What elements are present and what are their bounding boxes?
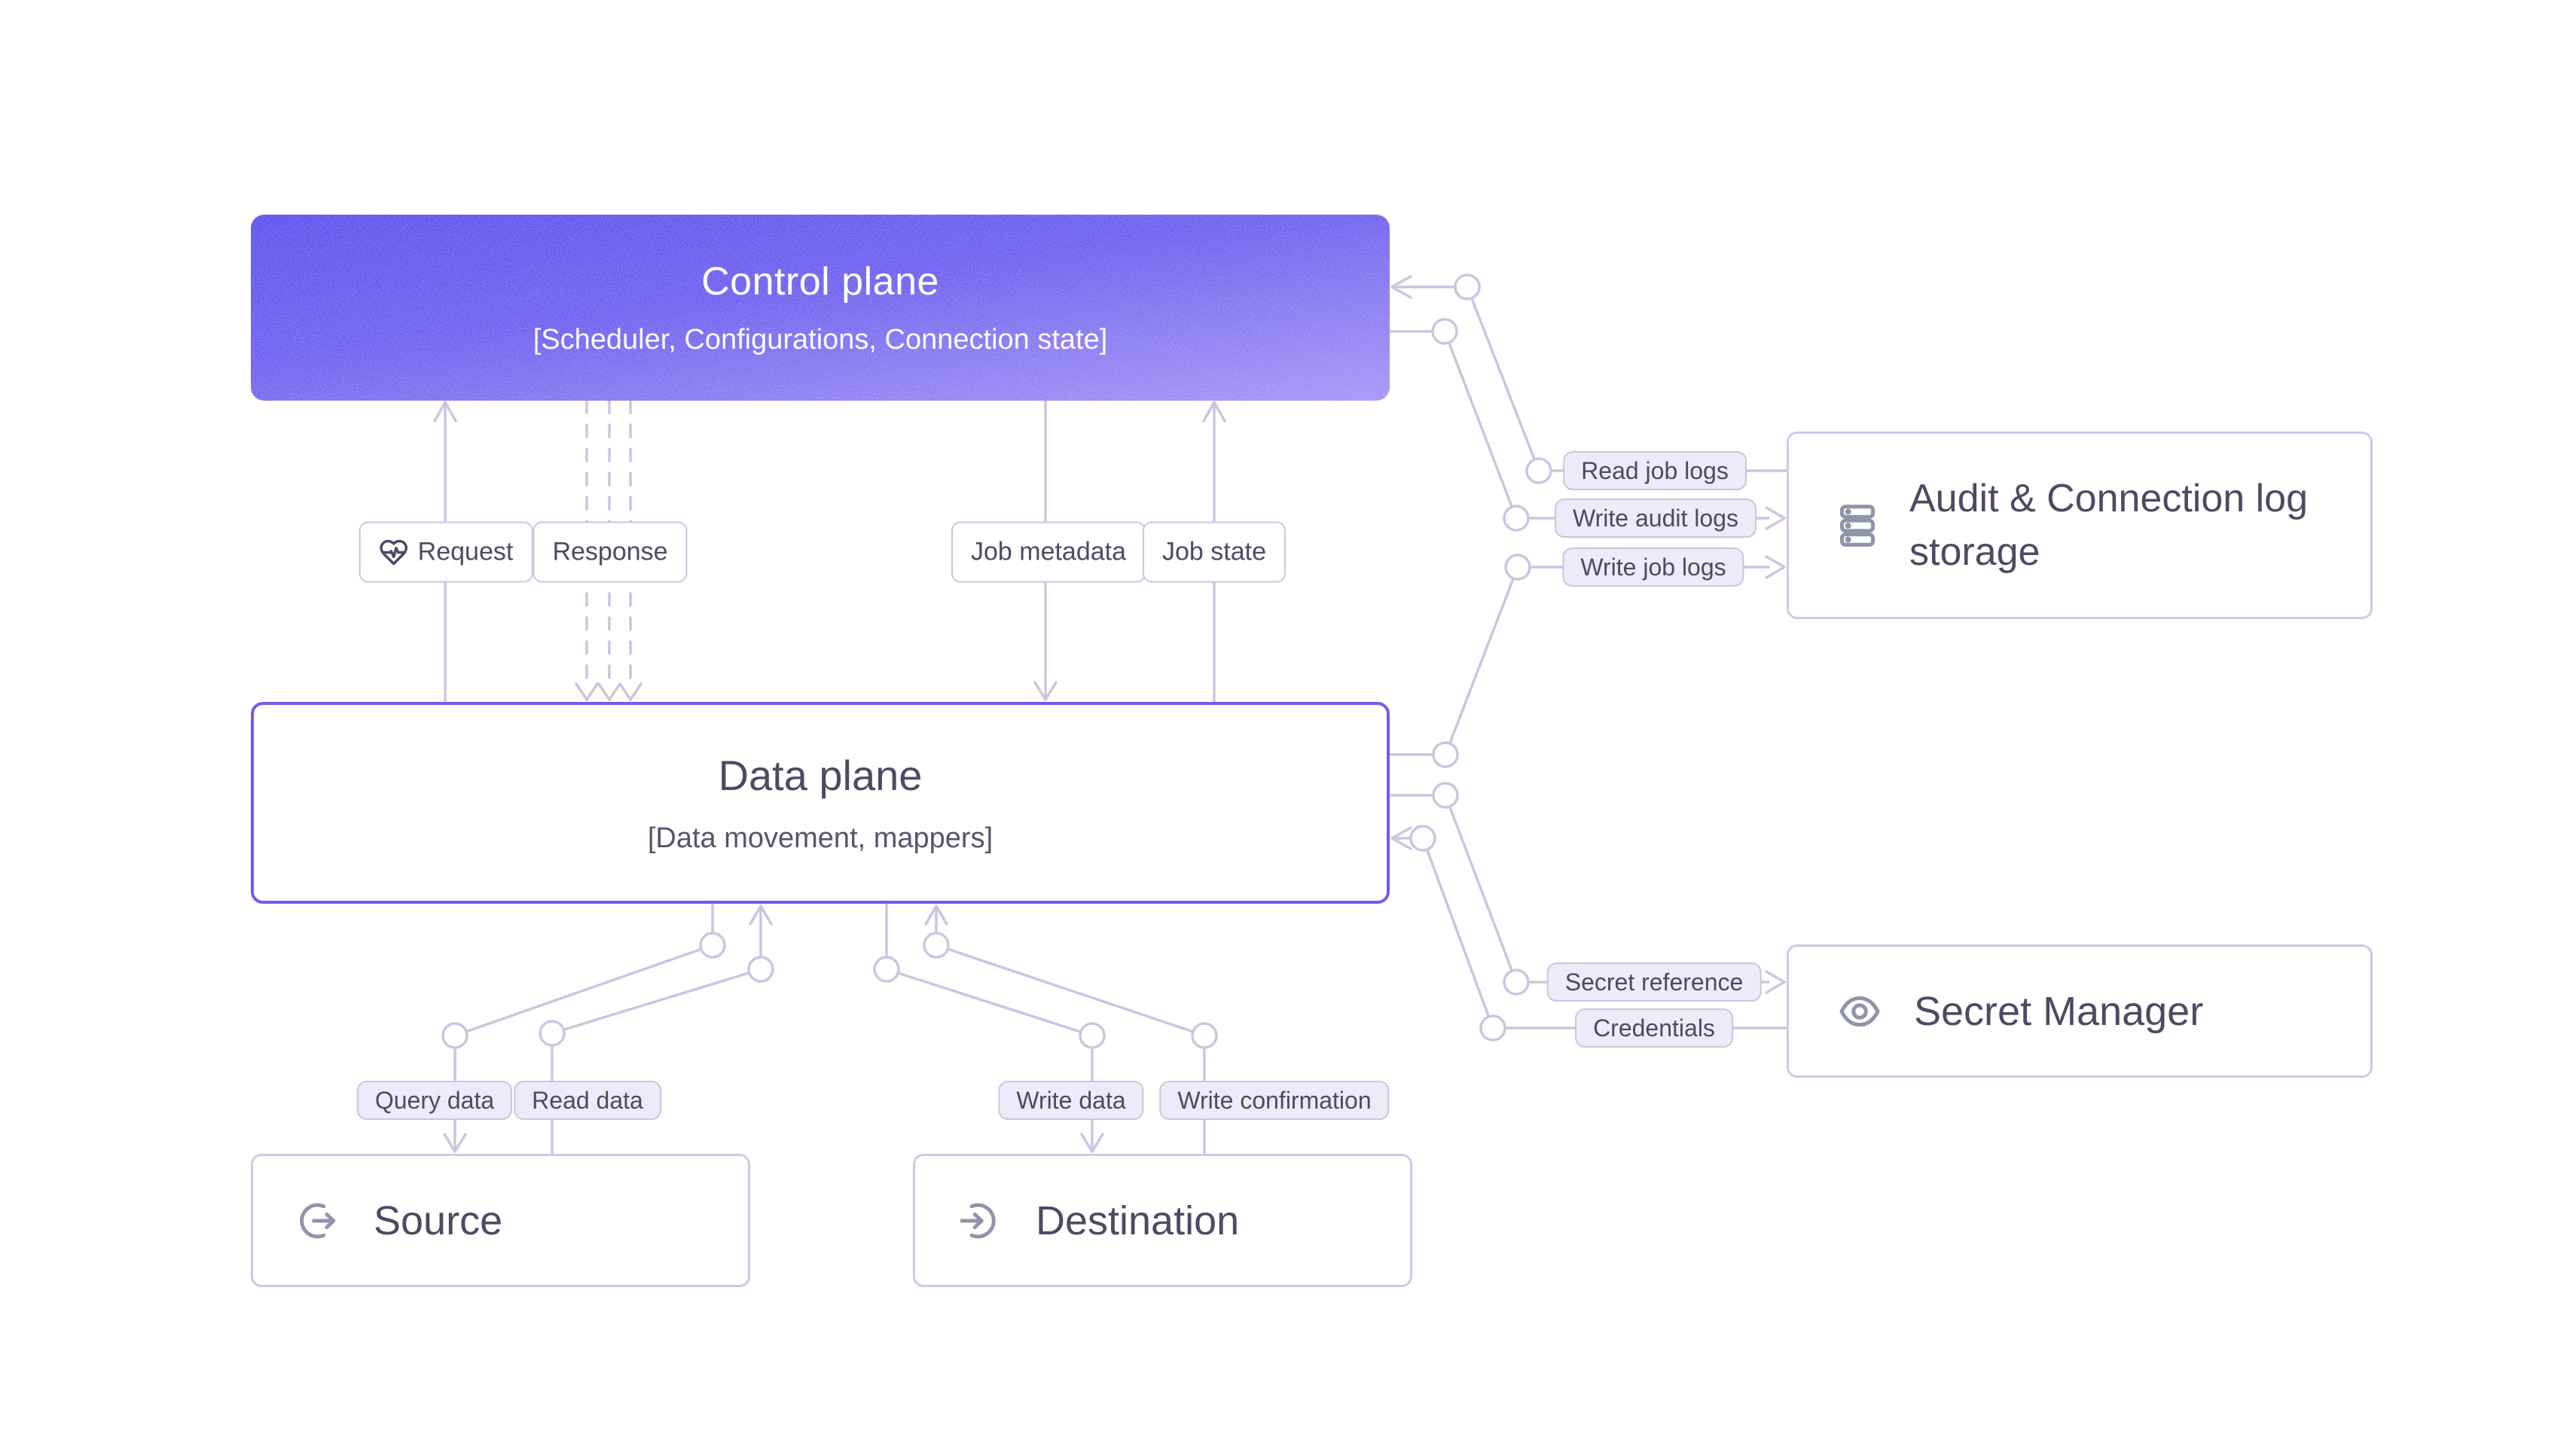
noise-texture [251, 215, 1390, 401]
secret-manager-node: Secret Manager [1787, 944, 2373, 1078]
edge-response-dashed [585, 399, 632, 684]
data-plane-title: Data plane [718, 752, 923, 799]
destination-title: Destination [1036, 1197, 1240, 1243]
response-label: Response [533, 521, 688, 583]
control-plane-subtitle: [Scheduler, Configurations, Connection s… [533, 324, 1108, 355]
request-label-text: Request [417, 537, 514, 566]
database-stack-icon [1839, 504, 1876, 547]
secret-manager-title: Secret Manager [1914, 988, 2204, 1034]
read-data-label: Read data [514, 1081, 661, 1120]
write-job-logs-label: Write job logs [1562, 548, 1744, 587]
read-job-logs-label: Read job logs [1563, 451, 1747, 490]
junction-dots [441, 273, 1552, 1049]
data-plane-node: Data plane [Data movement, mappers] [251, 702, 1390, 904]
secret-reference-label: Secret reference [1546, 962, 1762, 1002]
destination-node: Destination [913, 1154, 1412, 1287]
eye-icon [1839, 996, 1880, 1027]
request-label: Request [359, 521, 533, 583]
heart-pulse-icon [380, 539, 408, 565]
write-data-label: Write data [998, 1081, 1144, 1120]
source-title: Source [374, 1197, 503, 1243]
arrow-out-of-circle-icon [300, 1203, 336, 1238]
credentials-label: Credentials [1575, 1008, 1733, 1048]
edge-read-job-logs [1390, 275, 1788, 472]
control-plane-node: Control plane [Scheduler, Configurations… [251, 215, 1390, 401]
job-state-label: Job state [1143, 521, 1286, 583]
source-node: Source [251, 1154, 750, 1287]
control-plane-title: Control plane [701, 260, 939, 304]
edge-response-arrowheads [575, 682, 642, 701]
write-confirmation-label: Write confirmation [1159, 1081, 1390, 1120]
audit-log-storage-node: Audit & Connection log storage [1787, 432, 2373, 619]
arrow-into-circle-icon [960, 1203, 996, 1238]
write-audit-logs-label: Write audit logs [1555, 499, 1757, 538]
query-data-label: Query data [356, 1081, 513, 1120]
audit-log-storage-title: Audit & Connection log storage [1909, 476, 2309, 574]
data-plane-subtitle: [Data movement, mappers] [647, 822, 993, 854]
job-metadata-label: Job metadata [951, 521, 1146, 583]
